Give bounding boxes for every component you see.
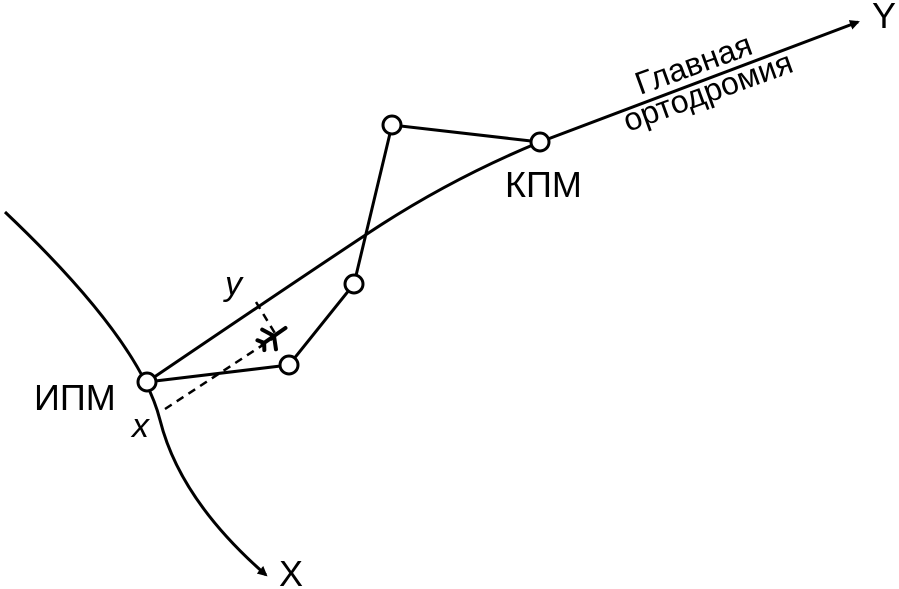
axis-x-label: X [279,553,303,589]
coord-x-label: x [130,407,150,445]
route-point-1 [278,354,300,376]
point-ipm [136,371,158,393]
y-coordinate-dashed-line [254,301,278,336]
point-kpm [529,131,551,153]
start-point-label: ИПМ [34,377,116,418]
axis-x-line [3,210,268,577]
airplane-icon [255,325,288,353]
x-coordinate-dashed-line [164,335,276,411]
coord-y-label: y [223,265,244,303]
route-point-3 [381,114,403,136]
end-point-label: КПМ [505,164,582,205]
axis-y-label: Y [872,0,896,36]
main-orthodrome-line [146,20,860,384]
route-point-2 [343,273,365,295]
